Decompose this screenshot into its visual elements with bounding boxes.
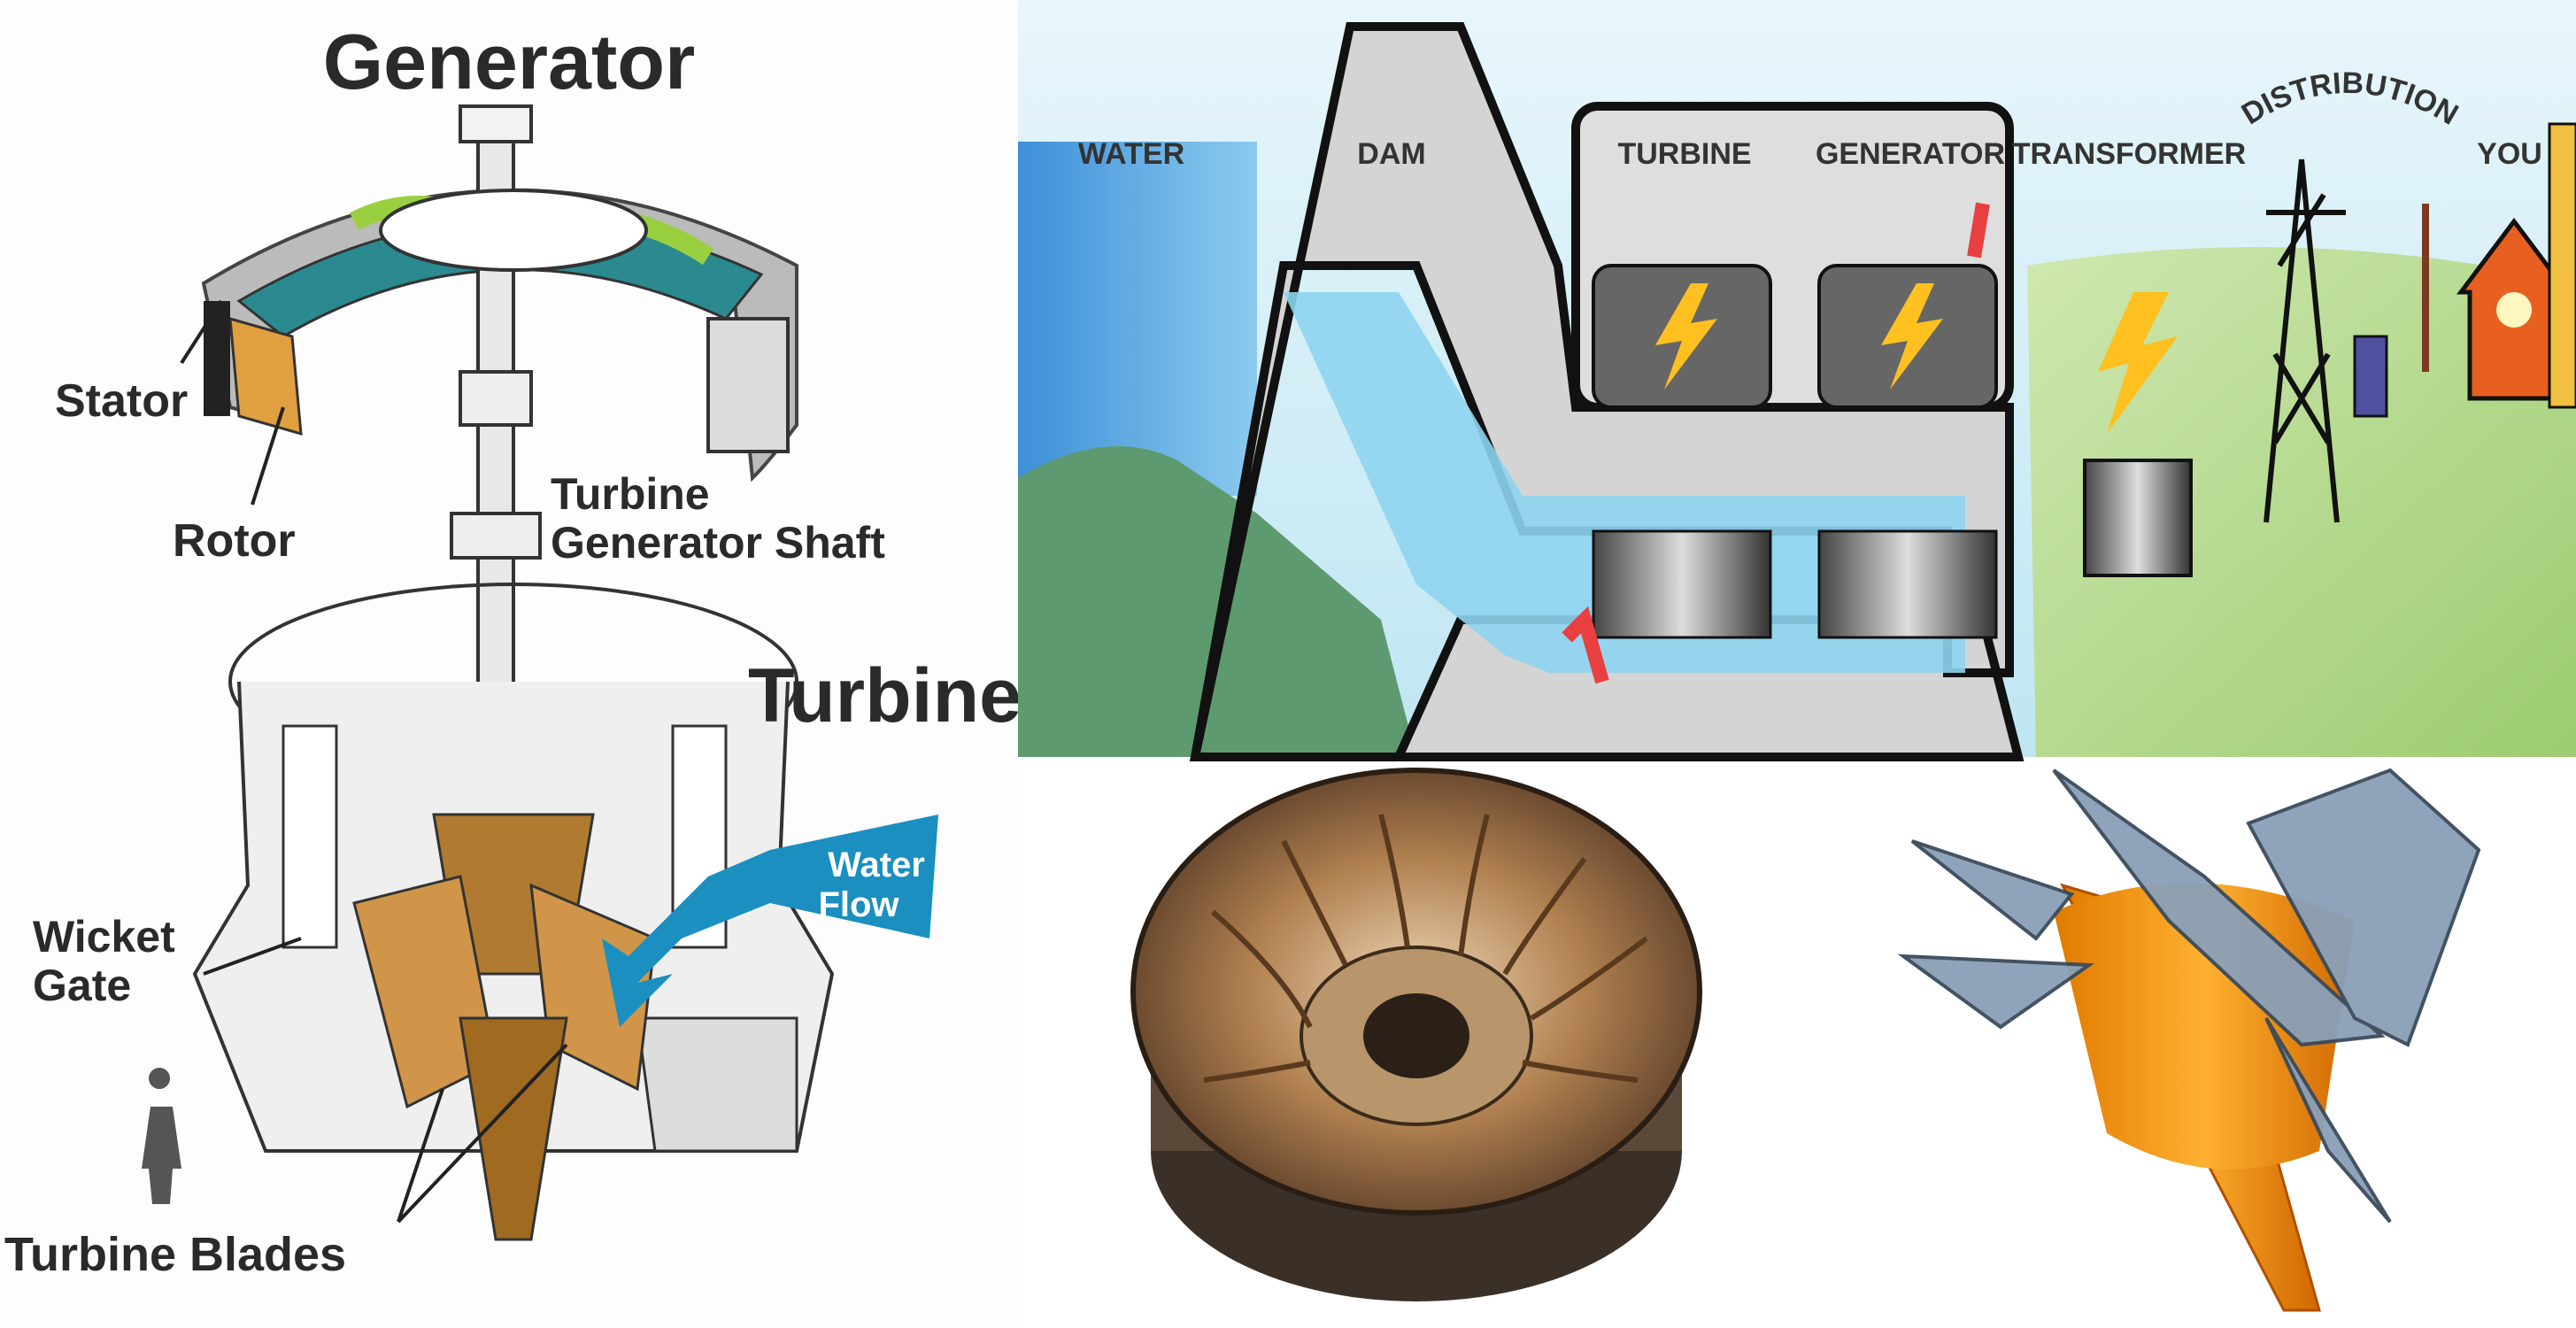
water-label: WATER — [1078, 137, 1184, 171]
shaft-label-line1: Turbine — [551, 469, 710, 519]
water-flow-label-line2: Flow — [818, 885, 899, 924]
lightning-icon — [1655, 283, 1717, 390]
distribution-tower — [2264, 158, 2346, 523]
water-flow-arrow: Water Flow — [602, 815, 938, 1027]
water-flow-label-line1: Water — [828, 845, 925, 884]
francis-runner-photo — [1130, 768, 1702, 1301]
utility-canister — [2353, 335, 2388, 418]
leader-lines — [180, 299, 568, 1224]
stator-label: Stator — [55, 375, 188, 427]
turbine-runner — [1817, 529, 1998, 639]
turbine-label-plant: TURBINE — [1617, 137, 1751, 171]
generator-turbine-cutaway: Water Flow Generator Stator Rotor Turbin… — [0, 0, 1022, 1328]
generator-units — [1562, 202, 1998, 684]
shaft-label-line2: Generator Shaft — [551, 518, 885, 567]
turbine-blades-label: Turbine Blades — [4, 1228, 346, 1281]
red-arrow-icon — [1967, 202, 1990, 259]
lightning-icon — [1881, 283, 1943, 390]
generator-title: Generator — [323, 18, 696, 105]
rotor-label: Rotor — [173, 515, 296, 567]
kaplan-runner-render — [1897, 768, 2481, 1312]
red-arrow-icon — [1562, 606, 1609, 684]
you-label: YOU — [2477, 137, 2542, 171]
turbine-label: Turbine — [748, 653, 1022, 738]
penstock-water — [1284, 292, 1965, 673]
wicket-gate-label-line1: Wicket — [33, 912, 175, 961]
green-field — [2027, 247, 2576, 758]
dam-label: DAM — [1357, 137, 1425, 171]
house-icon — [2456, 122, 2576, 409]
person-scale-icon — [142, 1068, 181, 1204]
wicket-gate-label-line2: Gate — [33, 961, 131, 1010]
transformer-label: TRANSFORMER — [2012, 137, 2246, 171]
turbine-blades-illustration — [352, 813, 657, 1241]
hydro-plant-diagram: WATER DAM TURBINE GENERATOR TRANSFORMER … — [1018, 0, 2576, 761]
transformer-illustration — [2083, 292, 2193, 577]
generator-label-plant: GENERATOR — [1816, 137, 2005, 171]
green-hill — [1018, 446, 1416, 757]
turbine-runner — [1592, 529, 1772, 639]
